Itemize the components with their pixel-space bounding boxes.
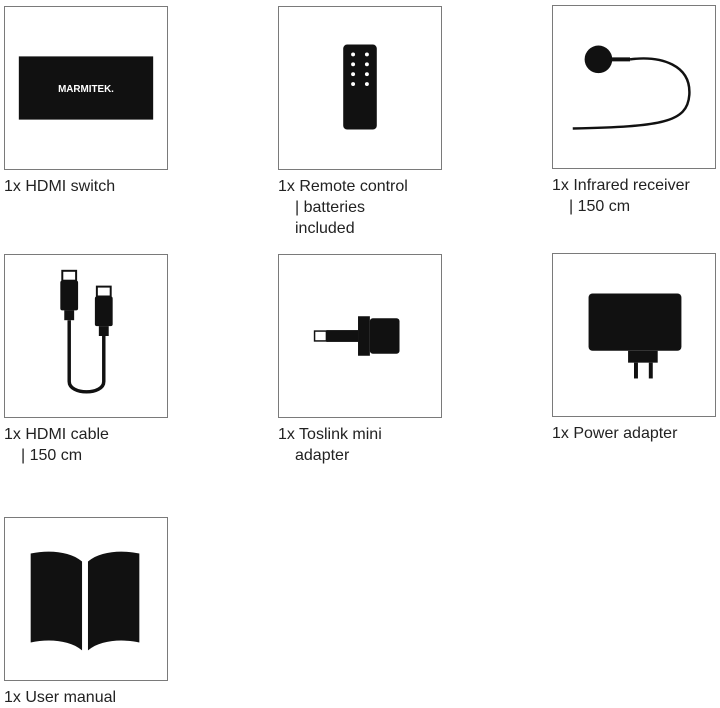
package-item-infrared-receiver: 1x Infrared receiver | 150 cm xyxy=(552,5,720,217)
item-image-frame xyxy=(4,517,168,681)
item-caption: 1x Toslink mini adapter xyxy=(278,424,446,466)
marmitek-logo-text: MARMITEK. xyxy=(58,84,114,95)
caption-line: adapter xyxy=(295,447,350,464)
item-caption: 1x Infrared receiver | 150 cm xyxy=(552,175,720,217)
item-caption: 1x User manual xyxy=(4,687,172,708)
remote-control-icon xyxy=(343,44,377,130)
caption-line: 1x HDMI cable xyxy=(4,426,109,443)
caption-line: 1x HDMI switch xyxy=(4,178,116,195)
item-caption: 1x Remote control | batteries included xyxy=(278,176,446,239)
item-image-frame xyxy=(552,253,716,417)
item-caption: 1x HDMI cable | 150 cm xyxy=(4,424,172,466)
package-item-hdmi-cable: 1x HDMI cable | 150 cm xyxy=(4,254,172,466)
toslink-adapter-icon xyxy=(313,316,400,356)
package-item-hdmi-switch: MARMITEK. 1x HDMI switch xyxy=(4,6,172,197)
caption-line: 1x Power adapter xyxy=(552,425,678,442)
package-item-toslink-adapter: 1x Toslink mini adapter xyxy=(278,254,446,466)
caption-line: | 150 cm xyxy=(569,198,631,215)
item-image-frame: MARMITEK. xyxy=(4,6,168,170)
item-image-frame xyxy=(278,254,442,418)
caption-line: 1x User manual xyxy=(4,689,117,706)
user-manual-icon xyxy=(30,551,140,651)
caption-line: included xyxy=(295,220,355,237)
power-adapter-icon xyxy=(588,293,682,379)
caption-line: | 150 cm xyxy=(21,447,83,464)
package-item-remote-control: 1x Remote control | batteries included xyxy=(278,6,446,239)
item-image-frame xyxy=(278,6,442,170)
item-image-frame xyxy=(552,5,716,169)
item-image-frame xyxy=(4,254,168,418)
caption-line: | batteries xyxy=(295,199,365,216)
infrared-receiver-icon xyxy=(572,45,691,130)
item-caption: 1x HDMI switch xyxy=(4,176,172,197)
hdmi-cable-icon xyxy=(60,269,113,394)
package-item-user-manual: 1x User manual xyxy=(4,517,172,708)
caption-line: 1x Toslink mini xyxy=(278,426,382,443)
hdmi-switch-icon: MARMITEK. xyxy=(18,56,154,120)
package-item-power-adapter: 1x Power adapter xyxy=(552,253,720,444)
caption-line: 1x Remote control xyxy=(278,178,408,195)
caption-line: 1x Infrared receiver xyxy=(552,177,690,194)
item-caption: 1x Power adapter xyxy=(552,423,720,444)
